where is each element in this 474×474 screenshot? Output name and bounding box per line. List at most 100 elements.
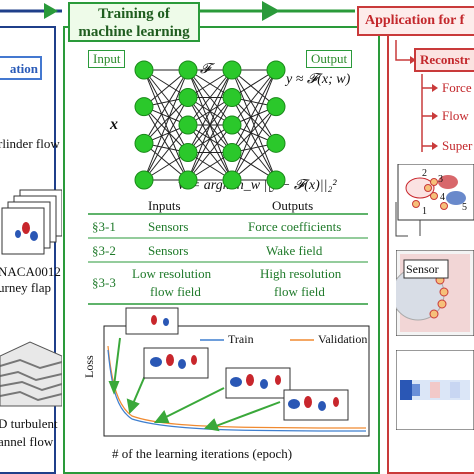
snapshot-insets	[125, 307, 349, 421]
nn-connection	[231, 97, 277, 144]
nn-node	[222, 115, 242, 135]
nn-node	[178, 170, 198, 190]
nn-connection	[143, 97, 189, 144]
training-header-line1: Training of	[98, 6, 170, 22]
weights-equation: w = argmin_w ||y − 𝓕(x)||₂²	[178, 178, 337, 193]
row3-input-line2: flow field	[150, 284, 201, 299]
table-rules	[88, 213, 368, 305]
nn-connection	[143, 69, 189, 153]
nn-connection	[231, 69, 277, 144]
nn-node	[266, 170, 286, 190]
row1-input: Sensors	[148, 219, 189, 234]
nn-connection	[143, 97, 189, 181]
x-symbol: x	[110, 116, 118, 133]
nn-connection	[143, 106, 189, 153]
nn-connection	[143, 69, 189, 126]
output-equation: y ≈ 𝓕(x; w)	[286, 72, 351, 87]
nn-node	[222, 143, 242, 162]
nn-connection	[143, 69, 189, 181]
left-panel-frame	[0, 26, 56, 474]
nn-connection	[143, 69, 189, 108]
flow2-label-line2: urney flap	[0, 280, 52, 295]
row3-section: §3-3	[92, 275, 116, 290]
sensor-number-5: 5	[462, 202, 467, 213]
train-curve	[107, 349, 367, 432]
nn-connection	[143, 142, 189, 181]
nn-connection	[187, 69, 233, 181]
flow-item: Flow	[442, 108, 469, 123]
cylinder-snapshots	[1, 189, 62, 255]
sensor-flow-image	[395, 164, 474, 237]
middle-panel-frame	[63, 26, 380, 474]
nn-connection	[187, 124, 233, 181]
output-label: Output	[306, 50, 353, 68]
col-inputs-header: Inputs	[148, 198, 181, 213]
nn-node	[178, 88, 198, 107]
sensor-label: Sensor	[406, 262, 439, 276]
reconstruction-tree	[395, 40, 438, 152]
nn-connection	[231, 106, 277, 153]
nn-node	[134, 133, 154, 153]
nn-node	[266, 97, 286, 117]
row3-input-line1: Low resolution	[132, 266, 212, 281]
flow3-label-line2: annel flow	[0, 434, 54, 449]
sensor-number-4: 4	[440, 192, 445, 203]
nn-node	[134, 97, 154, 117]
nn-connection	[231, 69, 277, 153]
loss-chart	[103, 307, 370, 437]
flow1-label: rlinder flow	[0, 136, 60, 151]
reconstruction-box: Reconstr	[414, 48, 474, 72]
nn-connection	[231, 124, 277, 181]
row1-output: Force coefficients	[248, 219, 342, 234]
arrow-head-left	[44, 3, 58, 19]
nn-connection	[143, 69, 189, 144]
validation-curve	[107, 345, 367, 429]
nn-connection	[231, 69, 277, 181]
nn-connection	[143, 124, 189, 181]
top-flow-arrows	[0, 1, 355, 21]
sensor-number-3: 3	[438, 174, 443, 185]
nn-node	[222, 88, 242, 107]
nn-connection	[143, 106, 189, 181]
row2-input: Sensors	[148, 243, 189, 258]
input-label: Input	[88, 50, 126, 68]
nn-node	[178, 143, 198, 162]
legend-train: Train	[228, 332, 254, 346]
nn-node	[178, 60, 198, 80]
sensor-number-2: 2	[422, 168, 427, 179]
training-header-line2: machine learning	[78, 24, 190, 40]
col-outputs-header: Outputs	[272, 198, 314, 213]
legend-validation: Validation	[318, 332, 368, 346]
nn-connection	[231, 69, 277, 108]
nn-connection	[231, 106, 277, 181]
row2-section: §3-2	[92, 243, 116, 258]
nn-node	[222, 60, 242, 80]
flow3-label-line1: D turbulent	[0, 416, 58, 431]
row3-output-line1: High resolution	[260, 266, 342, 281]
nn-node	[222, 170, 242, 190]
nn-node	[134, 60, 154, 80]
super-item: Super	[442, 138, 473, 153]
training-header: Training of machine learning	[68, 2, 200, 42]
nn-connection	[187, 69, 233, 126]
row1-section: §3-1	[92, 219, 116, 234]
loss-axes	[103, 325, 370, 437]
sensor-number-1: 1	[422, 206, 427, 217]
neural-network	[134, 60, 286, 190]
nn-connection	[231, 142, 277, 181]
sensor-closeup-image	[396, 250, 474, 336]
left-panel-tag: ation	[0, 56, 42, 80]
nn-node	[266, 133, 286, 153]
row2-output: Wake field	[266, 243, 323, 258]
application-header: Application for f	[357, 6, 474, 36]
loss-ylabel: Loss	[82, 355, 96, 378]
arrow-head-right	[262, 1, 280, 21]
row3-output-line2: flow field	[274, 284, 325, 299]
loss-xlabel: # of the learning iterations (epoch)	[112, 446, 293, 461]
channel-flow-image	[0, 341, 62, 407]
nn-node	[266, 60, 286, 80]
nn-connection	[231, 69, 277, 126]
flow2-label-line1: NACA0012	[0, 264, 61, 279]
super-resolution-image	[396, 350, 474, 430]
force-item: Force	[442, 80, 472, 95]
